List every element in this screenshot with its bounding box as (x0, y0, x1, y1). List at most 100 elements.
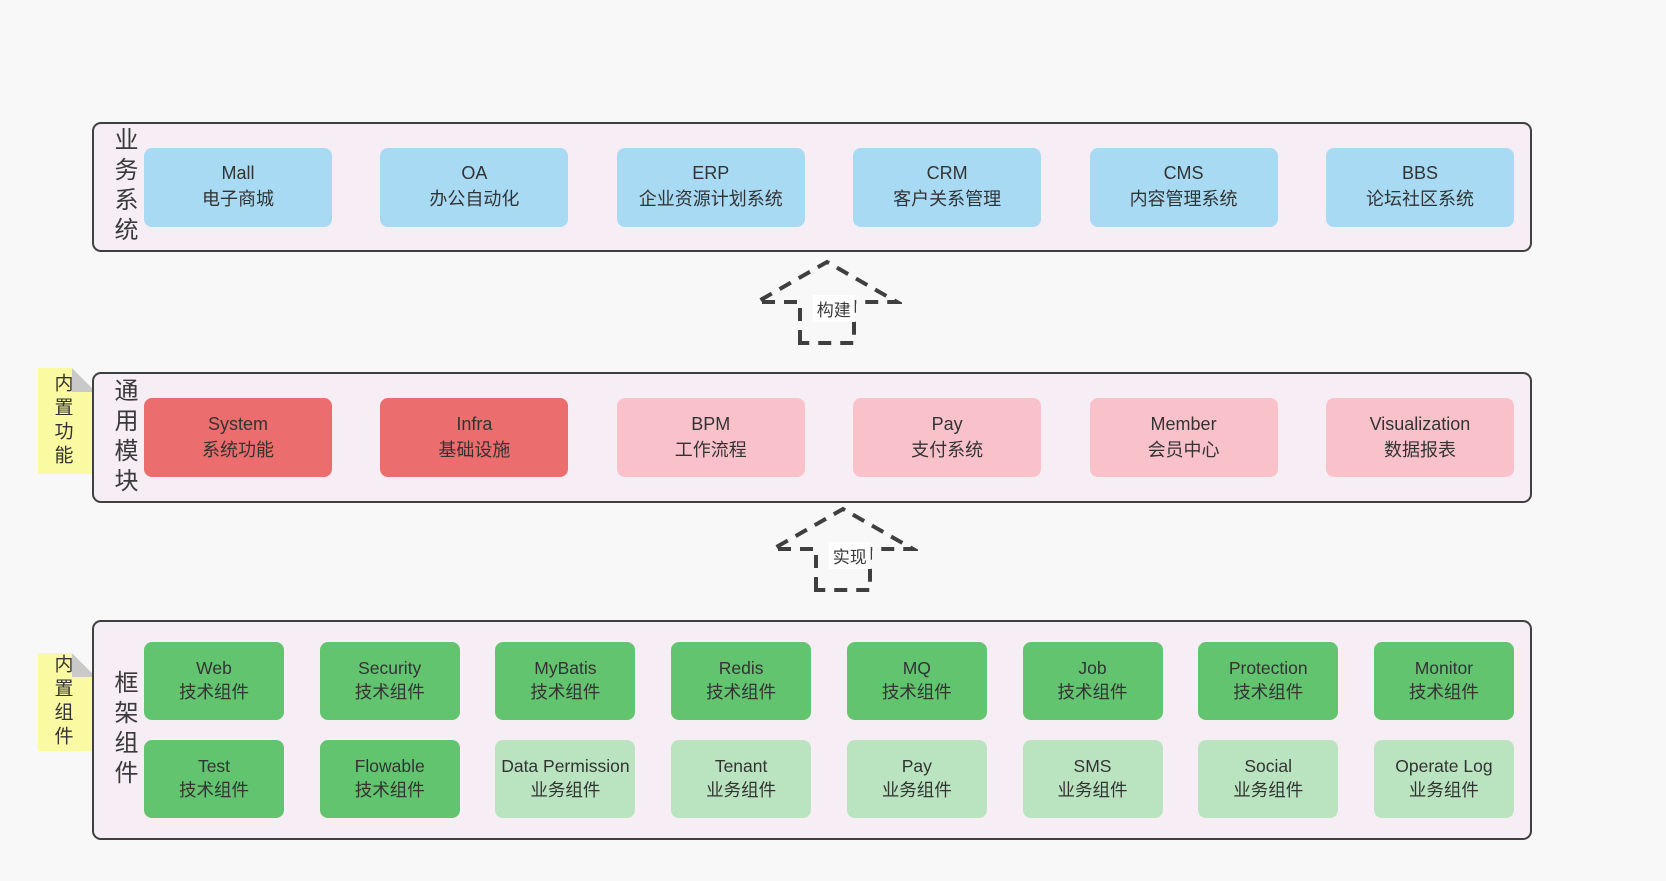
box-title-en: ERP (692, 163, 730, 184)
box-title-en: Data Permission (501, 756, 630, 777)
box-title-en: Pay (901, 756, 932, 777)
box-title-zh: 电子商城 (202, 189, 274, 209)
box-title-zh: 企业资源计划系统 (638, 189, 783, 209)
box-infra: Infra 基础设施 (380, 398, 569, 477)
box-title-zh: 业务组件 (1057, 780, 1128, 800)
box-title-zh: 数据报表 (1383, 439, 1456, 460)
box-title-en: Protection (1228, 658, 1308, 679)
box-title-en: CMS (1163, 163, 1204, 184)
box-title-zh: 技术组件 (179, 780, 249, 800)
box-job: Job 技术组件 (1022, 642, 1163, 720)
box-title-zh: 论坛社区系统 (1365, 189, 1474, 209)
box-title-en: CRM (926, 163, 968, 184)
box-title-zh: 业务组件 (1408, 780, 1479, 800)
sticky-note-label: 内置组件 (51, 654, 73, 750)
box-member: Member 会员中心 (1089, 398, 1278, 477)
box-social: Social 业务组件 (1198, 740, 1339, 818)
box-mybatis: MyBatis 技术组件 (495, 642, 636, 720)
box-title-zh: 业务组件 (530, 780, 601, 800)
box-title-zh: 客户关系管理 (893, 189, 1002, 209)
box-title-en: OA (461, 163, 488, 184)
box-title-en: Redis (718, 658, 764, 679)
box-redis: Redis 技术组件 (671, 642, 812, 720)
panel-label-business-systems: 业务系统 (110, 127, 137, 247)
panel-label-framework-components: 框架组件 (110, 670, 137, 790)
box-tenant: Tenant 业务组件 (671, 740, 812, 818)
box-title-en: MQ (902, 658, 931, 679)
box-title-zh: 工作流程 (674, 439, 747, 460)
arrow-build: 构建 (752, 258, 902, 346)
box-title-zh: 技术组件 (706, 682, 777, 702)
box-data-permission: Data Permission 业务组件 (495, 740, 636, 818)
panel-label-common-modules: 通用模块 (110, 377, 137, 498)
box-title-en: Test (197, 756, 231, 777)
box-title-zh: 业务组件 (706, 780, 777, 800)
box-mq: MQ 技术组件 (846, 642, 987, 720)
box-title-en: Member (1150, 413, 1217, 434)
box-title-zh: 办公自动化 (429, 189, 520, 209)
box-operate-log: Operate Log 业务组件 (1373, 740, 1514, 818)
box-test: Test 技术组件 (144, 740, 284, 818)
box-erp: ERP 企业资源计划系统 (616, 147, 805, 227)
box-title-zh: 技术组件 (179, 682, 249, 702)
box-title-en: Tenant (714, 756, 768, 777)
box-system: System 系统功能 (144, 398, 332, 477)
box-title-en: Pay (931, 413, 963, 434)
box-title-en: MyBatis (534, 658, 597, 679)
box-title-en: Monitor (1414, 658, 1474, 679)
box-title-en: Job (1078, 658, 1107, 679)
box-sms: SMS 业务组件 (1022, 740, 1163, 818)
box-title-zh: 技术组件 (354, 682, 425, 702)
arrow-implement-label: 实现 (828, 541, 871, 569)
arrow-implement: 实现 (768, 505, 918, 593)
box-title-zh: 技术组件 (354, 780, 425, 800)
box-title-en: Social (1244, 756, 1293, 777)
dashed-up-arrow-icon (768, 506, 918, 592)
box-title-zh: 技术组件 (881, 682, 952, 702)
box-title-zh: 业务组件 (881, 780, 952, 800)
sticky-note-builtin-features: 内置功能 (38, 368, 96, 474)
sticky-note-label: 内置功能 (51, 373, 73, 469)
business-systems-box-row: Mall 电子商城 OA 办公自动化 ERP 企业资源计划系统 CRM 客户关系管理 CMS 内容… (136, 124, 1530, 250)
box-title-zh: 会员中心 (1147, 439, 1220, 460)
box-title-zh: 技术组件 (1233, 682, 1304, 702)
arrow-build-label: 构建 (812, 294, 855, 322)
box-title-en: Security (358, 658, 422, 679)
box-title-en: SMS (1073, 756, 1112, 777)
box-title-en: Visualization (1369, 413, 1471, 434)
box-title-zh: 基础设施 (438, 439, 511, 460)
dashed-up-arrow-icon (752, 259, 902, 345)
box-title-en: Flowable (354, 756, 425, 777)
box-title-en: Operate Log (1395, 756, 1493, 777)
box-pay: Pay 业务组件 (846, 740, 987, 818)
box-crm: CRM 客户关系管理 (853, 147, 1042, 227)
box-title-en: Infra (456, 413, 493, 434)
box-security: Security 技术组件 (319, 642, 460, 720)
box-title-zh: 系统功能 (202, 439, 274, 460)
box-title-en: Web (196, 658, 232, 679)
box-title-en: Mall (221, 163, 255, 184)
box-title-zh: 技术组件 (530, 682, 601, 702)
box-title-zh: 内容管理系统 (1129, 189, 1238, 209)
box-title-en: BBS (1401, 163, 1438, 184)
box-oa: OA 办公自动化 (380, 147, 569, 227)
sticky-note-builtin-components: 内置组件 (38, 653, 96, 751)
box-protection: Protection 技术组件 (1198, 642, 1339, 720)
box-bbs: BBS 论坛社区系统 (1325, 147, 1514, 227)
box-web: Web 技术组件 (144, 642, 284, 720)
panel-business-systems: 业务系统 Mall 电子商城 OA 办公自动化 ERP 企业资源计划系统 CRM 客户关系管理… (92, 122, 1532, 252)
box-title-zh: 支付系统 (911, 439, 984, 460)
box-visualization: Visualization 数据报表 (1325, 398, 1514, 477)
box-title-zh: 业务组件 (1233, 780, 1304, 800)
box-title-en: System (207, 413, 268, 434)
box-title-zh: 技术组件 (1057, 682, 1128, 702)
box-mall: Mall 电子商城 (144, 147, 332, 227)
